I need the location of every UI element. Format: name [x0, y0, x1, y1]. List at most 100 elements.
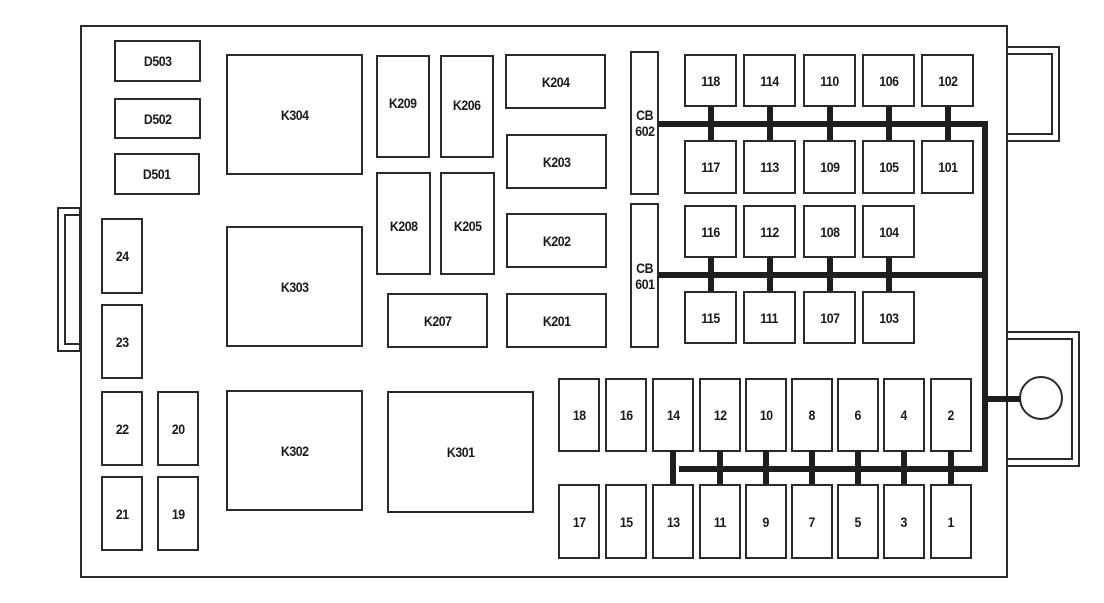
fuse-label: 7 [808, 513, 816, 530]
fuse-19[interactable]: 19 [157, 476, 199, 551]
fuse-114[interactable]: 114 [743, 54, 796, 107]
fuse-106[interactable]: 106 [862, 54, 915, 107]
fuse-104[interactable]: 104 [862, 205, 915, 258]
top-right-connector-inner [1006, 53, 1053, 135]
fuse-112[interactable]: 112 [743, 205, 796, 258]
fuse-17[interactable]: 17 [558, 484, 600, 559]
bus-cb601 [657, 272, 988, 278]
fuse-118[interactable]: 118 [684, 54, 737, 107]
fuse-label: 18 [572, 407, 586, 423]
fuse-24[interactable]: 24 [101, 218, 143, 294]
relay-label: K208 [389, 218, 418, 234]
fuse-20[interactable]: 20 [157, 391, 199, 466]
fuse-label: 2 [947, 407, 955, 423]
fuse-116[interactable]: 116 [684, 205, 737, 258]
fuse-label: 16 [619, 407, 633, 423]
fuse-21[interactable]: 21 [101, 476, 143, 551]
fuse-9[interactable]: 9 [745, 484, 787, 559]
relay-label: K204 [541, 73, 570, 90]
fuse-label: 105 [878, 159, 899, 175]
fuse-label: 106 [878, 72, 899, 89]
fuse-label: 11 [713, 513, 727, 530]
fuse-label: 21 [115, 505, 129, 522]
diode-d503[interactable]: D503 [114, 40, 201, 82]
fuse-109[interactable]: 109 [803, 140, 856, 194]
relay-k202[interactable]: K202 [506, 213, 607, 268]
fuse-103[interactable]: 103 [862, 291, 915, 344]
relay-label: K203 [542, 153, 571, 170]
relay-k207[interactable]: K207 [387, 293, 488, 348]
fuse-117[interactable]: 117 [684, 140, 737, 194]
fuse-3[interactable]: 3 [883, 484, 925, 559]
relay-k301[interactable]: K301 [387, 391, 534, 513]
bus-stub [885, 104, 892, 143]
fuse-111[interactable]: 111 [743, 291, 796, 344]
bus-stub [766, 104, 773, 143]
relay-k206[interactable]: K206 [440, 55, 494, 158]
relay-k208[interactable]: K208 [376, 172, 431, 275]
relay-label: K302 [280, 442, 309, 459]
diode-label: D502 [143, 110, 172, 127]
bus-stub [826, 104, 833, 143]
fuse-label: 1 [947, 513, 955, 530]
fuse-11[interactable]: 11 [699, 484, 741, 559]
fuse-105[interactable]: 105 [862, 140, 915, 194]
fuse-label: 23 [115, 333, 129, 350]
fuse-102[interactable]: 102 [921, 54, 974, 107]
fuse-6[interactable]: 6 [837, 378, 879, 452]
fuse-2[interactable]: 2 [930, 378, 972, 452]
fuse-13[interactable]: 13 [652, 484, 694, 559]
fuse-8[interactable]: 8 [791, 378, 833, 452]
fuse-15[interactable]: 15 [605, 484, 647, 559]
fuse-101[interactable]: 101 [921, 140, 974, 194]
fuse-label: 22 [115, 420, 129, 437]
relay-k302[interactable]: K302 [226, 390, 363, 511]
fuse-23[interactable]: 23 [101, 304, 143, 379]
bus-stub [763, 450, 769, 486]
relay-k205[interactable]: K205 [440, 172, 495, 275]
fuse-12[interactable]: 12 [699, 378, 741, 452]
fuse-14[interactable]: 14 [652, 378, 694, 452]
relay-label: K301 [446, 444, 475, 460]
cb-number: 602 [634, 123, 655, 139]
fuse-18[interactable]: 18 [558, 378, 600, 452]
bus-cb602 [657, 121, 988, 127]
fuse-113[interactable]: 113 [743, 140, 796, 194]
diode-d502[interactable]: D502 [114, 98, 201, 139]
relay-k209[interactable]: K209 [376, 55, 430, 158]
fuse-110[interactable]: 110 [803, 54, 856, 107]
power-stud-icon [1019, 376, 1063, 420]
fuse-5[interactable]: 5 [837, 484, 879, 559]
fuse-label: 116 [701, 223, 720, 240]
bus-stub [809, 450, 815, 486]
fuse-7[interactable]: 7 [791, 484, 833, 559]
relay-k303[interactable]: K303 [226, 226, 363, 347]
fuse-label: 20 [171, 420, 185, 437]
fuse-115[interactable]: 115 [684, 291, 737, 344]
relay-k201[interactable]: K201 [506, 293, 607, 348]
fuse-107[interactable]: 107 [803, 291, 856, 344]
fuse-10[interactable]: 10 [745, 378, 787, 452]
bus-stub [717, 450, 723, 486]
relay-k304[interactable]: K304 [226, 54, 363, 175]
fuse-label: 9 [762, 513, 770, 530]
fuse-108[interactable]: 108 [803, 205, 856, 258]
fuse-label: 111 [760, 309, 779, 326]
fuse-label: 12 [713, 407, 727, 423]
fuse-1[interactable]: 1 [930, 484, 972, 559]
fuse-16[interactable]: 16 [605, 378, 647, 452]
fuse-label: 117 [701, 159, 720, 175]
diode-d501[interactable]: D501 [114, 153, 200, 195]
fuse-label: 24 [115, 248, 129, 264]
fuse-label: 8 [808, 407, 816, 423]
relay-label: K206 [453, 97, 481, 113]
bus-stub [855, 450, 861, 486]
fuse-4[interactable]: 4 [883, 378, 925, 452]
diode-label: D501 [143, 166, 171, 182]
relay-k204[interactable]: K204 [505, 54, 606, 109]
fuse-22[interactable]: 22 [101, 391, 143, 466]
relay-k203[interactable]: K203 [506, 134, 607, 189]
fuse-label: 115 [701, 309, 720, 326]
